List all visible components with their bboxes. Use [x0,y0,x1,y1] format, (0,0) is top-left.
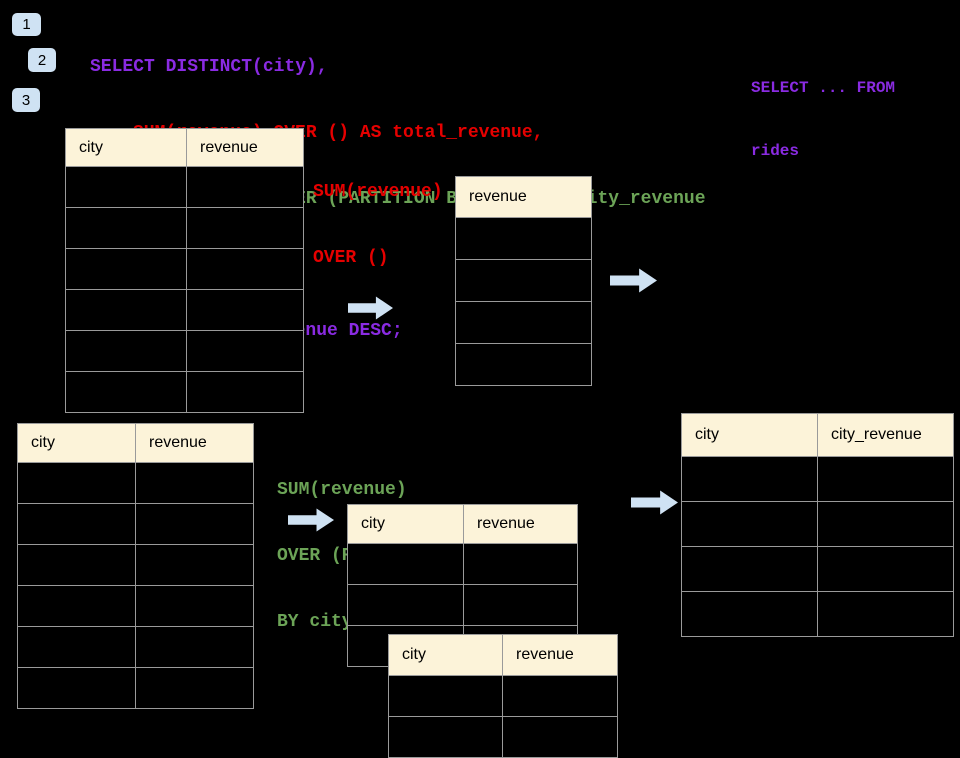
table-row [681,591,954,637]
table-row [681,456,954,502]
label-partition-window-line-1: SUM(revenue) [277,480,407,500]
label-total-window-line-2: OVER () [313,248,389,268]
table-total-revenue-result: revenue [455,176,592,386]
table-partition-step-overlay: city revenue [388,634,618,758]
table-city-revenue-result: city city_revenue [681,413,954,637]
step-badge-3: 3 [12,88,40,112]
table-row [65,289,304,331]
table-header-row: city revenue [65,128,304,167]
table-source-top: city revenue [65,128,304,413]
column-header-city-revenue: city_revenue [817,413,954,457]
table-header-row: city revenue [347,504,578,544]
table-row [347,584,578,626]
table-row [455,343,592,386]
table-row [17,503,254,545]
column-header-city: city [388,634,503,676]
table-row [388,675,618,717]
side-note: SELECT ... FROM rides [751,36,895,183]
table-row [455,259,592,302]
table-header-row: city revenue [388,634,618,676]
table-row [65,248,304,290]
step-badge-2: 2 [28,48,56,72]
table-row [17,544,254,586]
column-header-revenue: revenue [135,423,254,463]
column-header-revenue: revenue [455,176,592,218]
table-row [65,371,304,413]
column-header-city: city [347,504,464,544]
table-source-bottom: city revenue [17,423,254,709]
column-header-revenue: revenue [463,504,578,544]
column-header-city: city [681,413,818,457]
table-header-row: city revenue [17,423,254,463]
table-row [65,330,304,372]
table-row [455,301,592,344]
label-total-window: SUM(revenue) OVER () [313,137,443,291]
slide-canvas: { "colors": { "background": "#000000", "… [12,13,954,758]
table-row [388,716,618,758]
table-row [17,667,254,709]
table-row [681,546,954,592]
column-header-city: city [65,128,187,167]
table-row [65,166,304,208]
column-header-revenue: revenue [186,128,304,167]
table-row [17,462,254,504]
table-row [681,501,954,547]
table-row [17,626,254,668]
column-header-revenue: revenue [502,634,618,676]
sql-line-select: SELECT DISTINCT(city), [90,57,328,77]
label-total-window-line-1: SUM(revenue) [313,182,443,202]
column-header-city: city [17,423,136,463]
side-note-line-2: rides [751,142,800,160]
table-row [17,585,254,627]
flow-arrow-partition-step2 [631,490,678,515]
step-badge-1: 1 [12,13,41,36]
side-note-line-1: SELECT ... FROM [751,79,896,97]
table-row [65,207,304,249]
table-header-row: revenue [455,176,592,218]
table-header-row: city city_revenue [681,413,954,457]
table-row [455,217,592,260]
table-row [347,543,578,585]
